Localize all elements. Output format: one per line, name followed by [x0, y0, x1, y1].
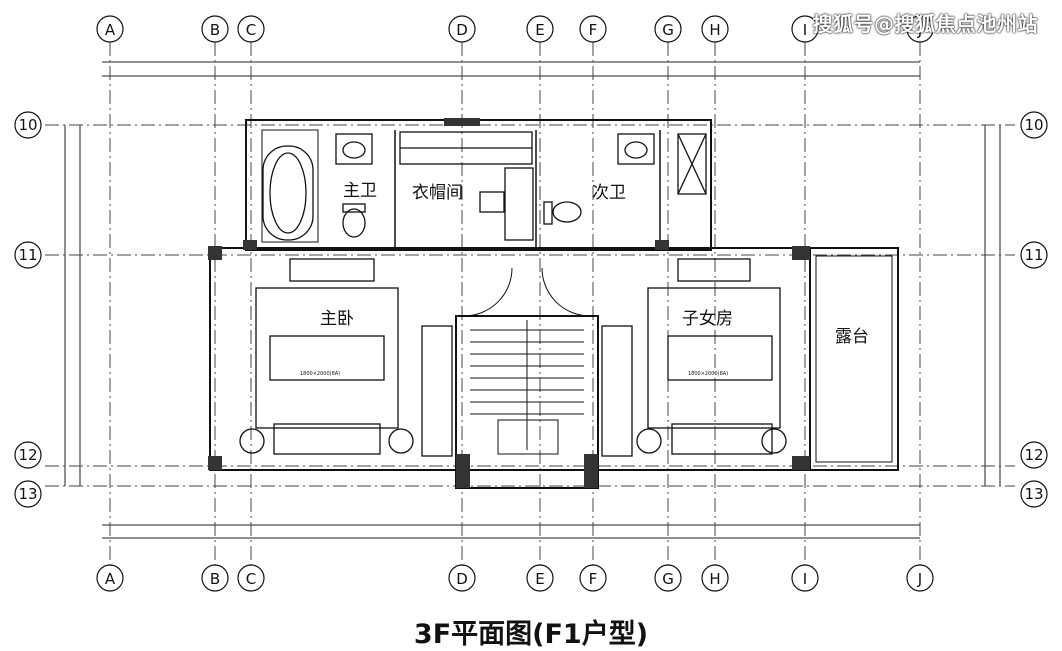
bed-size-left: 1800×2000(8A)	[300, 371, 340, 377]
grid-label-f: F	[589, 570, 598, 588]
wall-columns	[208, 118, 810, 488]
grid-label-e: E	[535, 570, 544, 588]
grid-label-11-right: 11	[1024, 246, 1043, 264]
grid-label-i: I	[803, 21, 807, 39]
grid-label-h: H	[709, 21, 720, 39]
grid-label-d: D	[456, 570, 468, 588]
grid-label-g: G	[662, 21, 674, 39]
grid-label-13-left: 13	[18, 485, 37, 503]
room-label-master-bath: 主卫	[343, 181, 377, 201]
stair-treads	[470, 320, 584, 455]
grid-bubbles	[14, 15, 1048, 592]
room-label-second-bath: 次卫	[592, 183, 626, 203]
grid-label-a: A	[105, 570, 116, 588]
grid-label-c: C	[246, 570, 256, 588]
room-labels: 主卫 衣帽间 次卫 主卧 子女房 露台 1800×2000(8A) 1800×2…	[300, 181, 869, 377]
room-label-terrace: 露台	[835, 327, 869, 347]
grid-label-11-left: 11	[18, 246, 37, 264]
grid-label-c: C	[246, 21, 256, 39]
grid-label-b: B	[210, 570, 220, 588]
grid-label-a: A	[105, 21, 116, 39]
watermark: 搜狐号@搜狐焦点池州站	[812, 12, 1038, 36]
grid-label-10-left: 10	[18, 116, 37, 134]
grid-label-j: J	[917, 21, 922, 39]
room-label-cloakroom: 衣帽间	[412, 183, 463, 203]
grid-label-e: E	[535, 21, 544, 39]
grid-label-i: I	[803, 570, 807, 588]
grid-label-g: G	[662, 570, 674, 588]
grid-labels-bottom: A B C D E F G H I J	[105, 570, 922, 588]
room-label-master-bedroom: 主卧	[320, 309, 354, 329]
grid-label-h: H	[709, 570, 720, 588]
grid-label-12-right: 12	[1024, 446, 1043, 464]
grid-label-f: F	[589, 21, 598, 39]
grid-label-10-right: 10	[1024, 116, 1043, 134]
dimension-lines	[64, 61, 1001, 539]
door-swings	[463, 267, 591, 317]
drawing-caption: 3F平面图(F1户型)	[413, 619, 649, 650]
grid-label-j: J	[917, 570, 922, 588]
bed-size-right: 1800×2000(8A)	[688, 371, 728, 377]
grid-labels-top: A B C D E F G H I J	[105, 21, 922, 39]
grid-label-12-left: 12	[18, 446, 37, 464]
grid-label-13-right: 13	[1024, 485, 1043, 503]
grid-label-d: D	[456, 21, 468, 39]
room-label-kids-room: 子女房	[682, 309, 733, 329]
fixtures	[239, 131, 787, 457]
grid-label-b: B	[210, 21, 220, 39]
grid-labels-rows: 10 11 12 13 10 11 12 13	[18, 116, 1043, 503]
